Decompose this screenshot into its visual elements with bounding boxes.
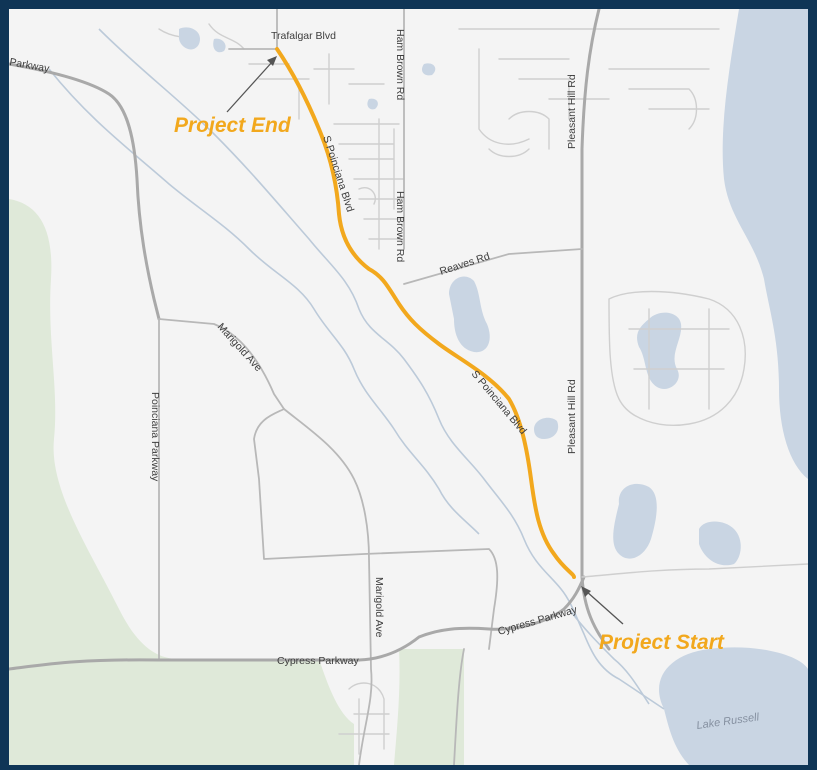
label-ham-brown-rd-south: Ham Brown Rd [394,191,406,262]
callout-project-end: Project End [174,114,292,137]
road-pleasant-hill-rd [580,9,611,651]
creek-main [98,28,665,710]
road-marigold-loop [253,408,499,650]
lake-russell [659,647,808,765]
project-route[interactable] [275,47,576,579]
label-cypress-parkway-east: Cypress Parkway [497,604,580,638]
road-cypress-parkway [9,575,586,671]
label-parkway-north: Parkway [9,56,51,75]
map-frame: Trafalgar Blvd Parkway Ham Brown Rd Ham … [9,9,808,765]
label-cypress-parkway-west: Cypress Parkway [277,655,359,667]
pond-center [534,417,559,439]
road-cypress-spur [453,648,465,765]
subdivision-northeast [458,28,720,158]
lake-southeast-2 [699,521,741,566]
park-west [9,199,179,765]
arrow-project-end [226,60,274,113]
label-pleasant-hill-rd-south: Pleasant Hill Rd [566,379,578,454]
road-reaves-rd [403,248,583,285]
label-marigold-ave-north: Marigold Ave [215,321,265,374]
label-pleasant-hill-rd-north: Pleasant Hill Rd [566,74,578,149]
road-parkway-north [9,62,161,321]
arrow-project-start [585,590,624,625]
map-canvas[interactable]: Trafalgar Blvd Parkway Ham Brown Rd Ham … [9,9,808,765]
lake-reaves [449,276,490,353]
label-s-poinciana-blvd-south: S Poinciana Blvd [469,368,529,437]
label-marigold-ave-south: Marigold Ave [373,577,385,638]
arrowhead-project-end [267,56,277,66]
label-ham-brown-rd-north: Ham Brown Rd [394,29,406,100]
subdivision-center [333,118,405,250]
pond-subdivision [637,312,682,389]
creek-west [48,68,480,535]
park-south-east [394,649,464,765]
subdivision-east [608,290,746,426]
road-east-connector [581,563,808,578]
subdivision-northwest [158,23,436,120]
label-poinciana-parkway: Poinciana Parkway [149,392,161,482]
park-south [179,659,354,765]
road-marigold-connector [158,318,285,410]
arrowhead-project-start [581,586,591,597]
creek-outlet [568,608,650,705]
road-marigold-ave-south [283,408,373,765]
callout-project-start: Project Start [599,631,725,654]
label-reaves-rd: Reaves Rd [438,250,491,278]
lake-southeast-1 [613,483,657,559]
label-trafalgar-blvd: Trafalgar Blvd [271,30,336,42]
lake-east [722,9,808,479]
